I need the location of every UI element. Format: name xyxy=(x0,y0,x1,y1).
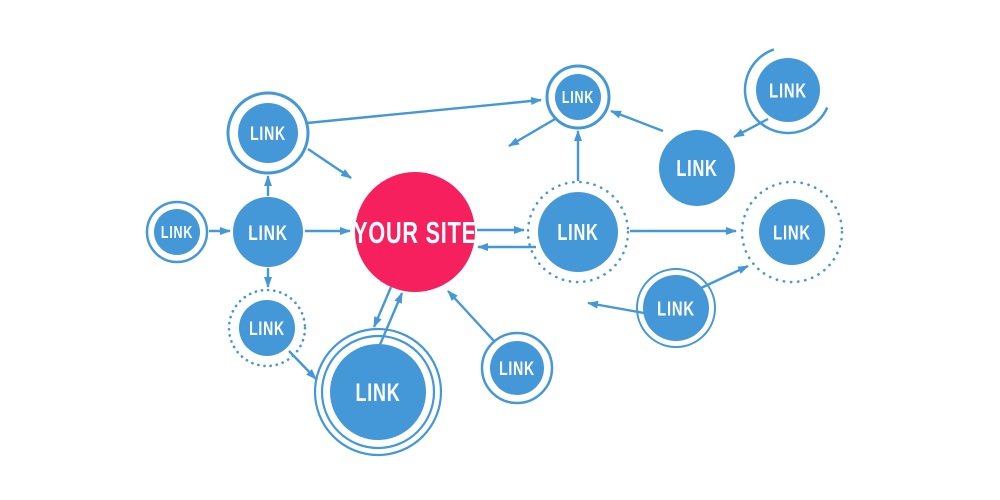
node-circle xyxy=(330,344,426,440)
node-ring xyxy=(313,327,443,457)
node-circle xyxy=(643,275,709,341)
arrow-bottom-right-to-right-dotted xyxy=(700,264,749,290)
node-bottom-left-dotted: LINK xyxy=(227,288,307,368)
node-ring xyxy=(227,288,307,368)
arrow-top-center-to-your-site xyxy=(508,117,556,148)
node-bottom-big: LINK xyxy=(313,327,443,457)
node-top-right: LINK xyxy=(659,130,735,206)
node-bottom-middle: LINK xyxy=(480,331,554,405)
node-ring xyxy=(526,180,630,284)
node-top-left: LINK xyxy=(226,91,310,175)
node-circle xyxy=(239,300,295,356)
node-label: LINK xyxy=(657,297,695,320)
node-ring xyxy=(740,180,844,284)
node-circle xyxy=(154,209,200,255)
node-circle xyxy=(238,103,298,163)
node-label: LINK xyxy=(250,123,286,145)
node-circle xyxy=(756,58,820,122)
your-site-circle xyxy=(355,172,475,292)
node-your-site: YOUR SITE xyxy=(353,172,477,292)
node-ring xyxy=(545,64,611,130)
node-circle xyxy=(555,74,601,120)
node-circle xyxy=(659,130,735,206)
node-circle xyxy=(490,341,544,395)
node-mid-left: LINK xyxy=(233,197,303,267)
node-ring xyxy=(480,331,554,405)
node-right-dotted: LINK xyxy=(740,180,844,284)
arrow-bottom-big-to-your-site xyxy=(377,292,404,348)
arrow-bottom-right-to-center-right xyxy=(587,300,645,315)
node-label: LINK xyxy=(248,220,287,244)
node-circle xyxy=(759,199,825,265)
arrow-top-left-to-your-site xyxy=(307,148,352,179)
node-circle xyxy=(538,192,618,272)
node-circle xyxy=(233,197,303,267)
node-center-right: LINK xyxy=(526,180,630,284)
node-ring xyxy=(145,200,209,264)
node-label: LINK xyxy=(249,318,285,340)
node-left: LINK xyxy=(145,200,209,264)
node-label: LINK xyxy=(557,221,598,246)
node-label: LINK xyxy=(773,221,811,244)
node-label: LINK xyxy=(499,358,535,380)
arrow-bottom-left-dotted-to-bottom-big xyxy=(288,350,317,380)
node-label: LINK xyxy=(676,157,717,182)
node-ring xyxy=(320,334,436,450)
node-label: LINK xyxy=(356,378,401,407)
your-site-label: YOUR SITE xyxy=(353,215,477,250)
arrow-far-top-right-to-top-right xyxy=(733,117,769,139)
node-label: LINK xyxy=(562,88,594,107)
arrow-top-right-to-top-center xyxy=(610,109,664,133)
arrow-top-left-to-top-center xyxy=(306,96,542,125)
arrow-bottom-middle-to-your-site xyxy=(447,290,495,342)
node-ring xyxy=(636,268,716,348)
node-top-center: LINK xyxy=(545,64,611,130)
node-label: LINK xyxy=(769,79,807,102)
node-label: LINK xyxy=(161,223,193,242)
node-ring xyxy=(226,91,310,175)
arrow-your-site-to-bottom-big xyxy=(372,286,393,328)
node-bottom-right: LINK xyxy=(636,268,716,348)
